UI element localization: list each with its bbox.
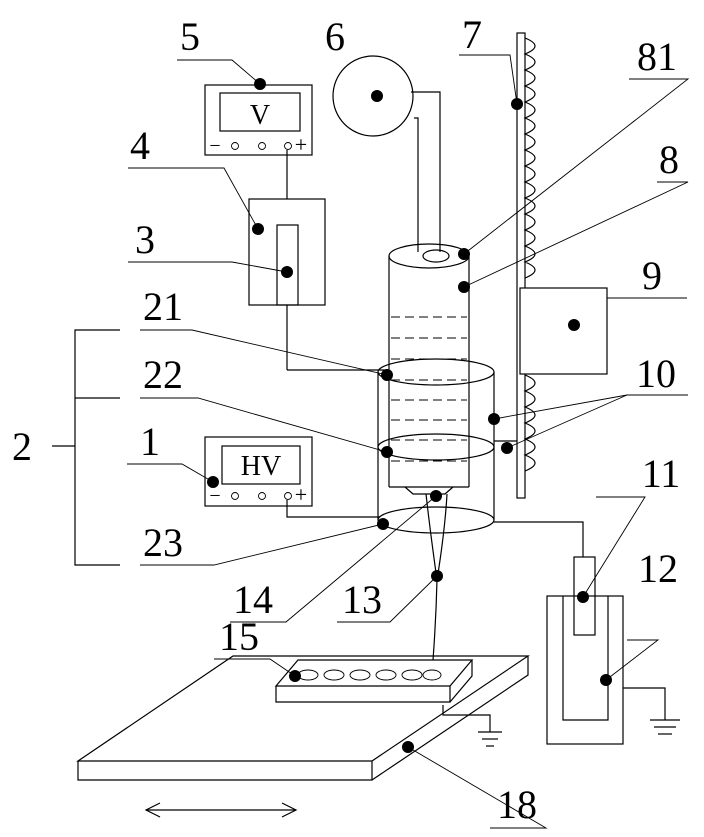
voltmeter-display-text: V: [250, 100, 270, 131]
label-23: 23: [143, 520, 183, 565]
double-arrow-icon: [146, 803, 296, 817]
syringe-8: [389, 244, 469, 494]
hv-power-supply: HV − +: [205, 437, 312, 507]
label-22: 22: [143, 352, 183, 397]
collector-15: [276, 660, 472, 702]
indicator-dots: [207, 78, 612, 753]
label-15: 15: [219, 614, 259, 659]
label-3: 3: [135, 217, 155, 262]
hv-plus-terminal: +: [295, 482, 307, 507]
hv-display-text: HV: [241, 451, 281, 482]
label-13: 13: [342, 577, 382, 622]
label-9: 9: [642, 253, 662, 298]
label-5: 5: [180, 14, 200, 59]
voltmeter: V − +: [205, 85, 312, 157]
number-labels: 5 6 7 81 4 8 3 9 21 22 10 2 1 11 23 12 1…: [12, 12, 680, 827]
voltmeter-minus-terminal: −: [209, 135, 220, 157]
label-2: 2: [12, 424, 32, 469]
bracket-2: [52, 330, 120, 565]
block-9: [520, 288, 607, 374]
label-11: 11: [642, 451, 681, 496]
unit-4-housing: [249, 199, 325, 305]
label-18: 18: [497, 782, 537, 827]
leader-lines: [127, 55, 688, 828]
label-21: 21: [143, 284, 183, 329]
label-81: 81: [637, 34, 677, 79]
label-12: 12: [638, 546, 678, 591]
label-10: 10: [636, 351, 676, 396]
hv-minus-terminal: −: [209, 485, 220, 507]
container-12: [547, 596, 623, 744]
label-6: 6: [325, 14, 345, 59]
label-4: 4: [130, 123, 150, 168]
voltmeter-plus-terminal: +: [295, 132, 307, 157]
electrode-cylinder: [378, 359, 494, 533]
label-1: 1: [140, 419, 160, 464]
label-8: 8: [659, 137, 679, 182]
label-7: 7: [462, 12, 482, 57]
